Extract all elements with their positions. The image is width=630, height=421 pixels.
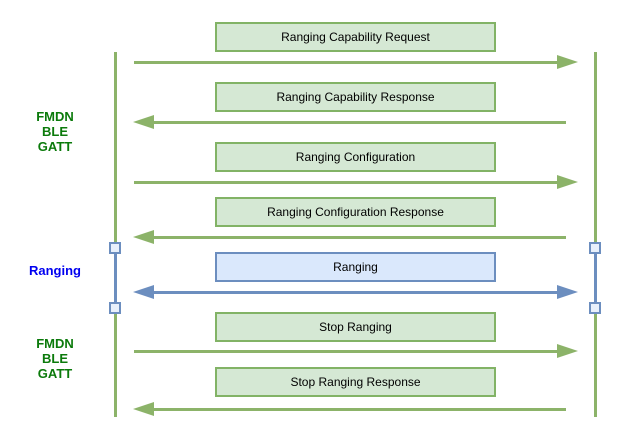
arrow-line — [152, 121, 566, 124]
arrow-left — [133, 402, 578, 416]
arrowhead-right-icon — [557, 55, 578, 69]
arrowhead-left-icon — [133, 402, 154, 416]
message-box: Ranging — [215, 252, 496, 282]
arrow-left — [133, 230, 578, 244]
activation-marker — [589, 302, 601, 314]
arrow-line — [152, 236, 566, 239]
message-box: Stop Ranging Response — [215, 367, 496, 397]
message-box: Ranging Configuration Response — [215, 197, 496, 227]
arrow-line — [152, 291, 559, 294]
arrow-line — [152, 408, 566, 411]
arrowhead-right-icon — [557, 175, 578, 189]
arrowhead-left-icon — [133, 285, 154, 299]
message-box: Ranging Capability Response — [215, 82, 496, 112]
arrowhead-right-icon — [557, 344, 578, 358]
phase-label-fmdn-ble-gatt-bottom: FMDN BLE GATT — [36, 336, 74, 381]
lifeline-right — [594, 52, 597, 417]
message-box: Ranging Capability Request — [215, 22, 496, 52]
phase-label-fmdn-ble-gatt-top: FMDN BLE GATT — [36, 109, 74, 154]
arrow-line — [134, 61, 558, 64]
message-box: Stop Ranging — [215, 312, 496, 342]
activation-marker — [109, 242, 121, 254]
activation-marker — [589, 242, 601, 254]
arrow-bidirectional — [133, 285, 578, 299]
arrowhead-left-icon — [133, 115, 154, 129]
message-box: Ranging Configuration — [215, 142, 496, 172]
lifeline-left — [114, 52, 117, 417]
arrow-right — [133, 175, 578, 189]
ranging-session-segment-right — [594, 248, 597, 308]
activation-marker — [109, 302, 121, 314]
arrow-line — [134, 350, 558, 353]
arrowhead-left-icon — [133, 230, 154, 244]
arrow-line — [134, 181, 558, 184]
arrow-right — [133, 344, 578, 358]
phase-label-ranging: Ranging — [29, 263, 81, 278]
arrow-right — [133, 55, 578, 69]
arrowhead-right-icon — [557, 285, 578, 299]
ranging-session-segment-left — [114, 248, 117, 308]
arrow-left — [133, 115, 578, 129]
